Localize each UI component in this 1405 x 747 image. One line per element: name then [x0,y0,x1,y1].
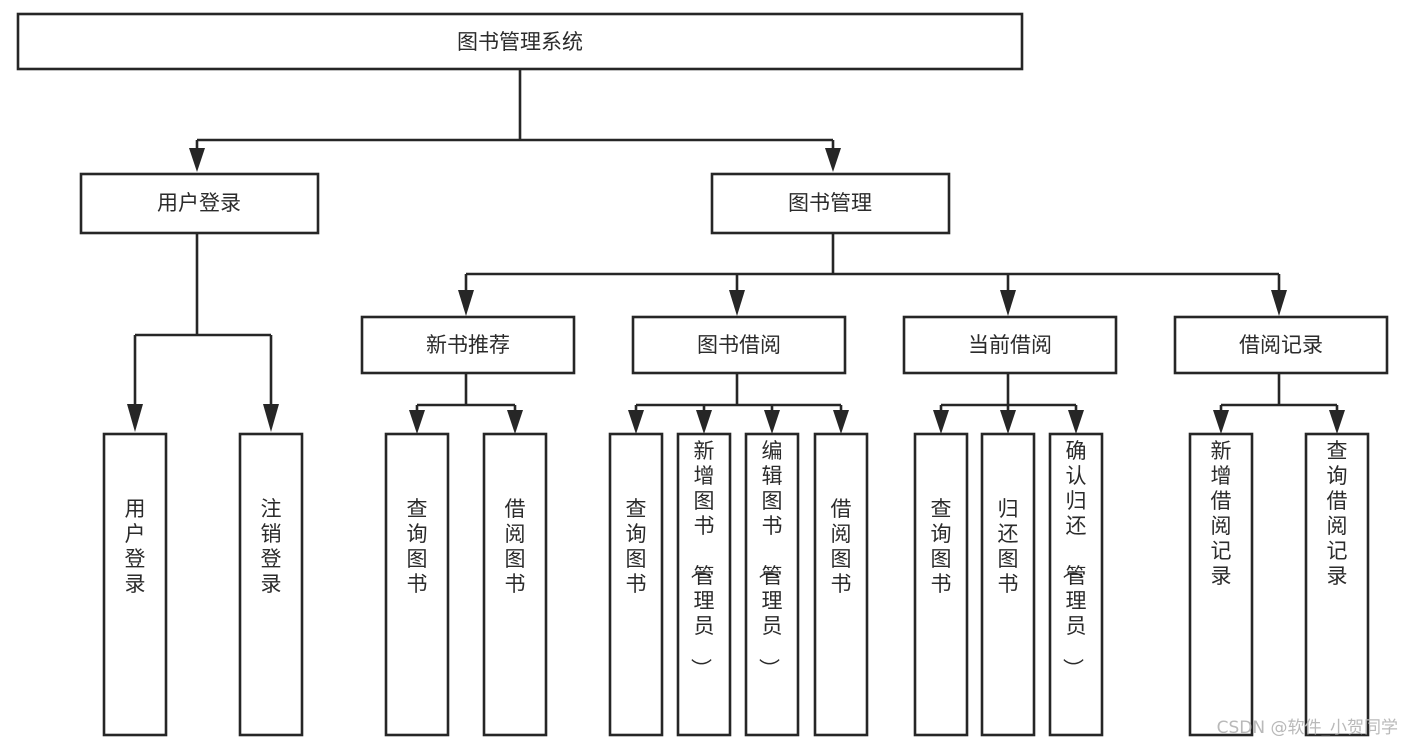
node-leaf-query-book-1[interactable]: 查询图书 [384,432,450,737]
node-leaf-edit-book-box[interactable] [744,432,800,737]
node-leaf-query-book-1-label: 查询图书 [407,497,428,596]
connectors-borrow-record-to-leaves [1213,373,1345,434]
node-leaf-user-logout-label: 注销登录 [261,497,282,596]
arrow-to-leaf-query-book-2 [628,410,644,434]
node-book-manage-box[interactable] [710,172,951,235]
node-borrow-record-label: 借阅记录 [1239,333,1323,357]
arrow-to-leaf-edit-book [764,410,780,434]
node-leaf-borrow-book-1-label: 借阅图书 [505,497,526,596]
node-leaf-add-record[interactable]: 新增借阅记录 [1188,432,1254,737]
node-leaf-query-book-3[interactable]: 查询图书 [913,432,969,737]
node-leaf-confirm-return-label: 确认归还（管理员） [1061,439,1087,679]
node-leaf-user-login-box[interactable] [102,432,168,737]
node-leaf-edit-book-label: 编辑图书（管理员） [757,439,783,679]
node-leaf-user-logout[interactable]: 注销登录 [238,432,304,737]
connectors-book-manage-to-level2 [458,233,1287,316]
node-user-login-label: 用户登录 [157,191,241,215]
arrow-to-leaf-add-book [696,410,712,434]
arrow-to-new-book-rec [458,290,474,316]
node-book-manage-label: 图书管理 [788,191,872,215]
node-leaf-query-record-label: 查询借阅记录 [1327,439,1348,588]
node-leaf-borrow-book-2-label: 借阅图书 [831,497,852,596]
node-user-login[interactable]: 用户登录 [79,172,320,235]
node-current-borrow[interactable]: 当前借阅 [902,315,1118,375]
node-leaf-query-book-3-box[interactable] [913,432,969,737]
node-leaf-borrow-book-1[interactable]: 借阅图书 [482,432,548,737]
node-current-borrow-box[interactable] [902,315,1118,375]
node-leaf-query-book-2-label: 查询图书 [626,497,647,596]
arrow-to-leaf-query-record [1329,410,1345,434]
connectors-book-borrow-to-leaves [628,373,849,434]
arrow-to-user-login [189,148,205,172]
node-leaf-return-book-box[interactable] [980,432,1036,737]
csdn-watermark: CSDN @软件_小贺同学 [1217,718,1398,738]
node-leaf-borrow-book-1-box[interactable] [482,432,548,737]
node-borrow-record[interactable]: 借阅记录 [1173,315,1389,375]
node-leaf-query-book-2-box[interactable] [608,432,664,737]
arrow-to-book-manage [825,148,841,172]
node-leaf-user-logout-box[interactable] [238,432,304,737]
arrow-to-leaf-borrow-book-1 [507,410,523,434]
node-leaf-user-login-label: 用户登录 [125,497,146,596]
node-leaf-query-record[interactable]: 查询借阅记录 [1304,432,1370,737]
node-leaf-confirm-return-box[interactable] [1048,432,1104,737]
node-leaf-add-book[interactable]: 新增图书（管理员） [676,432,732,737]
node-borrow-record-box[interactable] [1173,315,1389,375]
arrow-to-leaf-user-login [127,404,143,432]
arrow-to-leaf-borrow-book-2 [833,410,849,434]
node-leaf-user-login[interactable]: 用户登录 [102,432,168,737]
node-leaf-query-record-box[interactable] [1304,432,1370,737]
node-root-label: 图书管理系统 [457,30,583,54]
node-leaf-borrow-book-2[interactable]: 借阅图书 [813,432,869,737]
node-root[interactable]: 图书管理系统 [16,12,1024,71]
arrow-to-leaf-confirm-return [1068,410,1084,434]
node-leaf-query-book-1-box[interactable] [384,432,450,737]
node-leaf-return-book[interactable]: 归还图书 [980,432,1036,737]
arrow-to-leaf-query-book-1 [409,410,425,434]
node-book-manage[interactable]: 图书管理 [710,172,951,235]
node-leaf-return-book-label: 归还图书 [998,497,1019,596]
node-new-book-rec-box[interactable] [360,315,576,375]
node-leaf-edit-book[interactable]: 编辑图书（管理员） [744,432,800,737]
node-new-book-rec[interactable]: 新书推荐 [360,315,576,375]
node-book-borrow-label: 图书借阅 [697,333,781,357]
connectors-new-book-rec-to-leaves [409,373,523,434]
node-leaf-confirm-return[interactable]: 确认归还（管理员） [1048,432,1104,737]
arrow-to-leaf-query-book-3 [933,410,949,434]
arrow-to-book-borrow [729,290,745,316]
node-leaf-add-record-label: 新增借阅记录 [1211,439,1232,588]
arrow-to-borrow-record [1271,290,1287,316]
node-leaf-query-book-2[interactable]: 查询图书 [608,432,664,737]
arrow-to-leaf-user-logout [263,404,279,432]
connectors-user-login-to-leaves [127,233,279,432]
arrow-to-leaf-return-book [1000,410,1016,434]
node-root-box[interactable] [16,12,1024,71]
node-book-borrow-box[interactable] [631,315,847,375]
connectors-root-to-level1 [189,69,841,172]
node-leaf-query-book-3-label: 查询图书 [931,497,952,596]
node-leaf-add-book-label: 新增图书（管理员） [689,439,715,679]
node-book-borrow[interactable]: 图书借阅 [631,315,847,375]
node-new-book-rec-label: 新书推荐 [426,333,510,357]
node-user-login-box[interactable] [79,172,320,235]
node-leaf-add-record-box[interactable] [1188,432,1254,737]
arrow-to-current-borrow [1000,290,1016,316]
node-leaf-add-book-box[interactable] [676,432,732,737]
node-leaf-borrow-book-2-box[interactable] [813,432,869,737]
node-current-borrow-label: 当前借阅 [968,333,1052,357]
connectors-current-borrow-to-leaves [933,373,1084,434]
arrow-to-leaf-add-record [1213,410,1229,434]
